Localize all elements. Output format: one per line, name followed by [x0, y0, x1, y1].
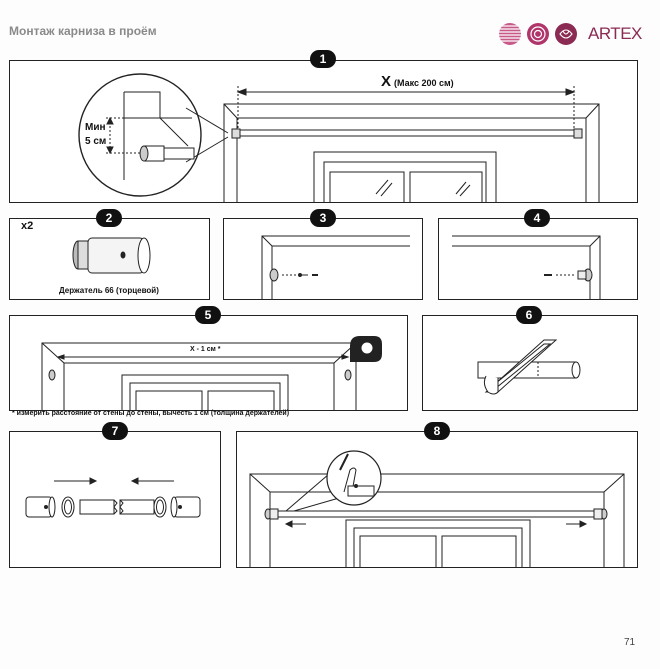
step-6-badge: 6	[516, 306, 542, 324]
logo-disc-stripes-icon	[499, 23, 521, 45]
brand-logo	[499, 23, 577, 45]
dimension-x-label: X	[381, 73, 392, 90]
logo-disc-rose-icon	[555, 23, 577, 45]
step-5-badge: 5	[195, 306, 221, 324]
logo-disc-floral-icon	[527, 23, 549, 45]
min-distance-value: 5 см	[85, 136, 107, 147]
step-2-badge: 2	[96, 209, 122, 227]
holder-end-icon	[350, 336, 382, 362]
brand-name: ARTEX	[588, 24, 642, 43]
step-4-panel	[438, 218, 638, 300]
holder-caption: Держатель 66 (торцевой)	[59, 286, 159, 295]
step-4-badge: 4	[524, 209, 550, 227]
measure-label: X - 1 см *	[190, 346, 221, 353]
end-holder-icon	[72, 237, 151, 274]
quantity-label: x2	[21, 220, 34, 232]
page-number: 71	[624, 637, 636, 648]
measure-footnote: * измерить расстояние от стены до стены,…	[12, 410, 290, 417]
step-7-badge: 7	[102, 422, 128, 440]
min-distance-label: Мин	[85, 122, 106, 133]
page-title: Монтаж карниза в проём	[9, 24, 157, 38]
step-8-badge: 8	[424, 422, 450, 440]
step-3-badge: 3	[310, 209, 336, 227]
dimension-max-note: (Макс 200 см)	[394, 78, 454, 88]
step-1-badge: 1	[310, 50, 336, 68]
step-3-panel	[223, 218, 423, 300]
